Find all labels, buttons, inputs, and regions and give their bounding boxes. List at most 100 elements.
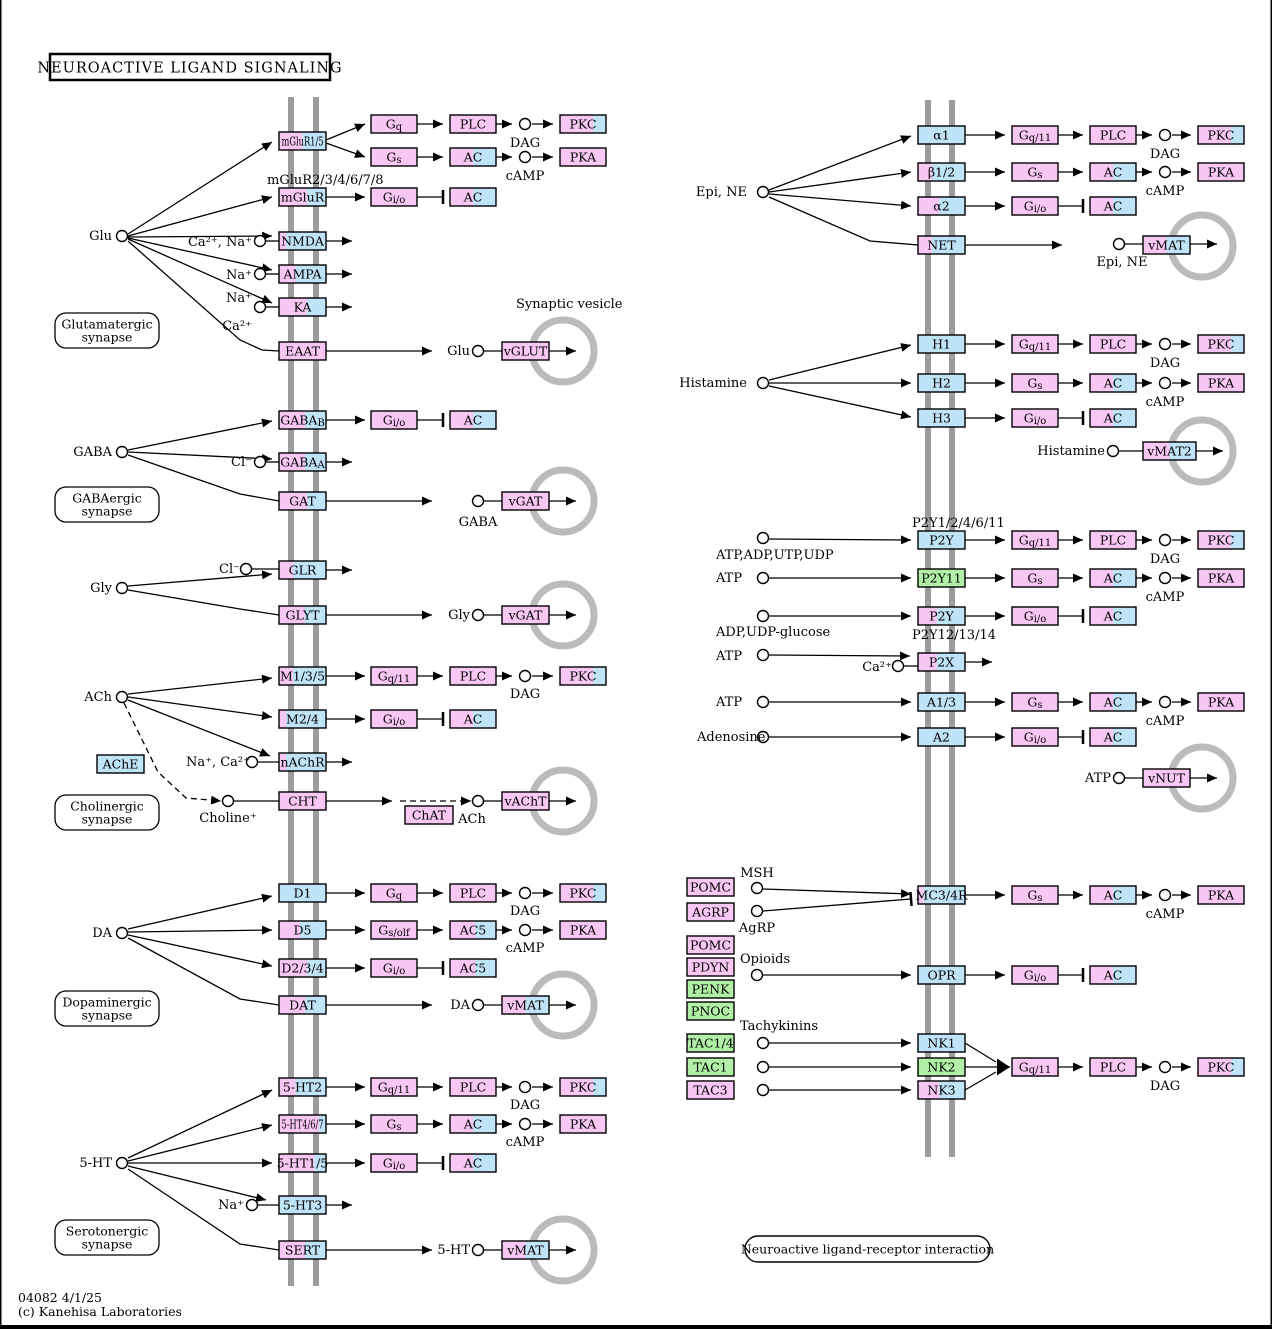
node-PLC[interactable] xyxy=(449,1077,497,1097)
node-AC[interactable] xyxy=(1089,162,1137,182)
node-PKA[interactable] xyxy=(1197,885,1245,905)
node-PENK[interactable] xyxy=(686,979,735,999)
compound-circle[interactable] xyxy=(518,923,532,937)
node-vMAT[interactable] xyxy=(501,995,550,1015)
compound-circle[interactable] xyxy=(891,659,905,673)
compound-circle[interactable] xyxy=(518,1117,532,1131)
node-PLC[interactable] xyxy=(1089,1057,1137,1077)
node-D2/3/4[interactable] xyxy=(278,958,327,978)
node-AC[interactable] xyxy=(449,1153,497,1173)
node-Gs[interactable] xyxy=(1011,692,1059,712)
node-AMPA[interactable] xyxy=(278,264,327,284)
node-α2[interactable] xyxy=(917,196,966,216)
node-mGluR1/5[interactable] xyxy=(278,131,327,151)
node-Gq/11[interactable] xyxy=(370,666,418,686)
node-H2[interactable] xyxy=(917,373,966,393)
node-PKA[interactable] xyxy=(1197,162,1245,182)
compound-circle[interactable] xyxy=(471,1243,485,1257)
compound-circle[interactable] xyxy=(471,344,485,358)
node-PKC[interactable] xyxy=(559,1077,607,1097)
node-AC[interactable] xyxy=(1089,196,1137,216)
node-D5[interactable] xyxy=(278,920,327,940)
node-PKC[interactable] xyxy=(1197,1057,1245,1077)
node-AC[interactable] xyxy=(1089,373,1137,393)
node-vAChT[interactable] xyxy=(501,791,550,811)
compound-circle[interactable] xyxy=(115,1156,129,1170)
compound-circle[interactable] xyxy=(1158,533,1172,547)
node-M1/3/5[interactable] xyxy=(278,666,327,686)
node-OPR[interactable] xyxy=(917,965,966,985)
node-Gq/11[interactable] xyxy=(1011,334,1059,354)
node-PKA[interactable] xyxy=(1197,568,1245,588)
node-AChE[interactable] xyxy=(96,754,145,774)
node-DAT[interactable] xyxy=(278,995,327,1015)
node-D1[interactable] xyxy=(278,883,327,903)
node-Gq/11[interactable] xyxy=(370,1077,418,1097)
compound-circle[interactable] xyxy=(471,794,485,808)
node-Gs[interactable] xyxy=(1011,568,1059,588)
node-SERT[interactable] xyxy=(278,1240,327,1260)
node-NK1[interactable] xyxy=(917,1033,966,1053)
node-vMAT[interactable] xyxy=(1142,235,1191,255)
node-AC[interactable] xyxy=(1089,727,1137,747)
compound-circle[interactable] xyxy=(115,445,129,459)
node-AC[interactable] xyxy=(449,410,497,430)
node-PKA[interactable] xyxy=(559,147,607,167)
compound-circle[interactable] xyxy=(756,1060,770,1074)
node-H1[interactable] xyxy=(917,334,966,354)
node-vGAT[interactable] xyxy=(501,605,550,625)
node-5-HT1/5[interactable] xyxy=(278,1153,327,1173)
node-AC5[interactable] xyxy=(449,958,497,978)
node-AC[interactable] xyxy=(1089,965,1137,985)
node-PLC[interactable] xyxy=(449,883,497,903)
compound-circle[interactable] xyxy=(518,117,532,131)
node-5-HT3[interactable] xyxy=(278,1195,327,1215)
node-AC[interactable] xyxy=(1089,568,1137,588)
node-Gs[interactable] xyxy=(1011,162,1059,182)
node-PKA[interactable] xyxy=(559,1114,607,1134)
node-M2/4[interactable] xyxy=(278,709,327,729)
compound-circle[interactable] xyxy=(221,794,235,808)
node-AGRP[interactable] xyxy=(686,902,735,922)
compound-circle[interactable] xyxy=(756,376,770,390)
node-GLR[interactable] xyxy=(278,560,327,580)
node-AC[interactable] xyxy=(449,709,497,729)
node-PLC[interactable] xyxy=(1089,334,1137,354)
node-Gq[interactable] xyxy=(370,114,418,134)
compound-circle[interactable] xyxy=(253,267,267,281)
node-AC[interactable] xyxy=(1089,606,1137,626)
node-H3[interactable] xyxy=(917,408,966,428)
node-PKA[interactable] xyxy=(1197,692,1245,712)
node-Gq[interactable] xyxy=(370,883,418,903)
node-PKC[interactable] xyxy=(559,114,607,134)
node-TAC1[interactable] xyxy=(686,1057,735,1077)
compound-circle[interactable] xyxy=(756,531,770,545)
compound-circle[interactable] xyxy=(750,968,764,982)
node-vGAT[interactable] xyxy=(501,491,550,511)
compound-circle[interactable] xyxy=(750,904,764,918)
node-P2Y[interactable] xyxy=(917,606,966,626)
node-Gq/11[interactable] xyxy=(1011,530,1059,550)
node-vNUT[interactable] xyxy=(1142,768,1191,788)
node-PLC[interactable] xyxy=(1089,125,1137,145)
pathway-link[interactable]: Neuroactive ligand-receptor interaction xyxy=(741,1235,994,1263)
node-PLC[interactable] xyxy=(1089,530,1137,550)
node-vGLUT[interactable] xyxy=(501,341,550,361)
node-AC[interactable] xyxy=(1089,692,1137,712)
node-mGluR[interactable] xyxy=(278,187,327,207)
compound-circle[interactable] xyxy=(756,648,770,662)
node-β1/2[interactable] xyxy=(917,162,966,182)
node-EAAT[interactable] xyxy=(278,341,327,361)
node-TAC1/4[interactable] xyxy=(686,1033,735,1053)
node-GLYT[interactable] xyxy=(278,605,327,625)
node-AC[interactable] xyxy=(1089,885,1137,905)
node-AC5[interactable] xyxy=(449,920,497,940)
node-P2Y[interactable] xyxy=(917,530,966,550)
compound-circle[interactable] xyxy=(245,1198,259,1212)
node-GAT[interactable] xyxy=(278,491,327,511)
compound-circle[interactable] xyxy=(756,609,770,623)
node-Gs[interactable] xyxy=(1011,373,1059,393)
node-Gi/o[interactable] xyxy=(370,187,418,207)
node-PKC[interactable] xyxy=(1197,530,1245,550)
node-CHT[interactable] xyxy=(278,791,327,811)
